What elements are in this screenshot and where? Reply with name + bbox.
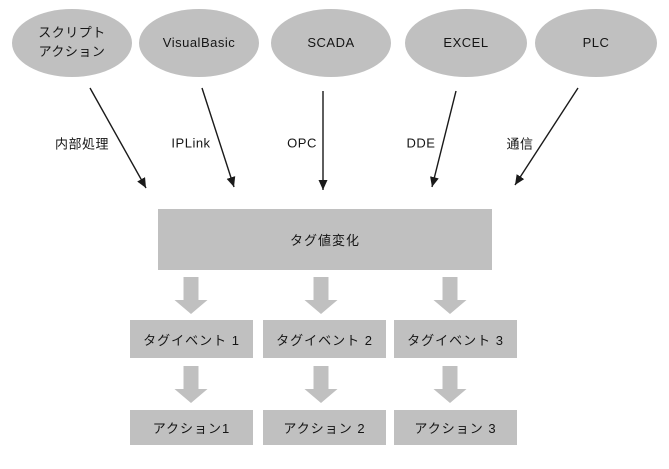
source-node-label: SCADA (307, 34, 355, 50)
connector-label-opc: OPC (287, 135, 317, 151)
source-node-script-action: スクリプト アクション (12, 9, 132, 77)
connector-label-internal: 内部処理 (54, 136, 110, 152)
connector-arrow-internal (89, 87, 147, 189)
block-arrow-event-to-action-1 (174, 366, 208, 403)
source-node-label: EXCEL (443, 34, 489, 50)
hub-box-label: タグ値変化 (289, 233, 360, 248)
action-box-1: アクション1 (130, 410, 253, 445)
block-arrow-hub-to-event-2 (304, 277, 338, 314)
action-box-3: アクション 3 (394, 410, 517, 445)
hub-box-tag-value-change: タグ値変化 (158, 209, 492, 270)
action-box-2: アクション 2 (263, 410, 386, 445)
tag-event-box-1: タグイベント 1 (130, 320, 253, 358)
connector-label-comm: 通信 (506, 136, 534, 152)
connector-arrow-comm (514, 87, 579, 186)
block-arrow-hub-to-event-1 (174, 277, 208, 314)
action-label: アクション 2 (283, 421, 366, 436)
source-node-label: VisualBasic (162, 34, 236, 50)
connector-arrow-dde (430, 90, 457, 188)
source-node-label: PLC (582, 34, 610, 50)
action-label: アクション1 (152, 421, 231, 436)
source-node-visualbasic: VisualBasic (139, 9, 259, 77)
tag-event-label: タグイベント 2 (276, 332, 373, 348)
connector-label-dde: DDE (406, 135, 436, 151)
block-arrow-hub-to-event-3 (433, 277, 467, 314)
tag-event-box-2: タグイベント 2 (263, 320, 386, 358)
tag-event-label: タグイベント 3 (407, 332, 504, 348)
tag-event-label: タグイベント 1 (143, 332, 240, 348)
source-node-plc: PLC (535, 9, 657, 77)
connector-label-iplink: IPLink (171, 135, 211, 151)
source-node-label: スクリプト アクション (38, 25, 106, 59)
block-arrow-event-to-action-2 (304, 366, 338, 403)
tag-event-box-3: タグイベント 3 (394, 320, 517, 358)
source-node-scada: SCADA (271, 9, 391, 77)
source-node-excel: EXCEL (405, 9, 527, 77)
block-arrow-event-to-action-3 (433, 366, 467, 403)
connector-arrow-iplink (201, 87, 236, 188)
action-label: アクション 3 (414, 421, 497, 436)
